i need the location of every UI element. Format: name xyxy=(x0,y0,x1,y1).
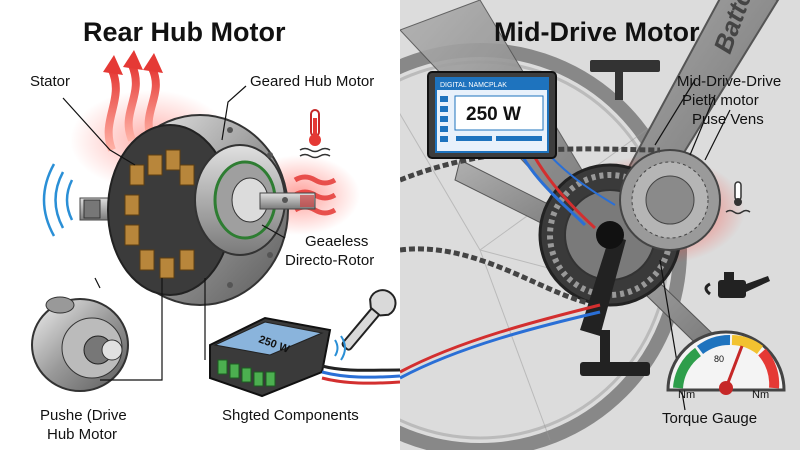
leader-lines xyxy=(62,85,286,381)
label-push-drive-line1: Pushe (Drive xyxy=(40,407,127,424)
gauge-value: 80 xyxy=(714,354,724,364)
label-mid-drive-line3: Puse Vens xyxy=(692,111,764,128)
mid-drive-panel: Batto xyxy=(400,0,800,450)
crank-arm xyxy=(580,60,660,376)
torque-gauge-icon: 80 Nm Nm xyxy=(666,330,786,401)
label-mid-drive-line1: Mid-Drive-Drive xyxy=(677,73,782,90)
label-torque-gauge: Torque Gauge xyxy=(662,410,758,427)
mid-drive-title: Mid-Drive Motor xyxy=(494,17,700,47)
nameplate-header: DIGITAL NAMCPLAK xyxy=(440,82,507,89)
gauge-unit-left: Nm xyxy=(678,389,695,401)
rear-hub-illustration: 250 W xyxy=(31,50,400,398)
cassette xyxy=(619,149,721,251)
rear-hub-panel: 250 W xyxy=(30,17,400,443)
wrench-icon xyxy=(341,289,397,351)
label-push-drive-line2: Hub Motor xyxy=(47,426,118,443)
leader-lines-right xyxy=(654,79,731,411)
rear-hub-title: Rear Hub Motor xyxy=(83,17,286,47)
hub-motor-cutaway xyxy=(79,114,316,306)
controller-box: 250 W xyxy=(209,316,332,398)
push-drive-hub-illustration xyxy=(31,296,129,392)
thermometer-icon-right xyxy=(725,181,751,215)
small-sound-wave-icon xyxy=(334,335,346,361)
gauge-unit-right: Nm xyxy=(752,389,769,401)
label-geared-hub-motor: Geared Hub Motor xyxy=(250,73,375,90)
label-shifted-components: Shgted Components xyxy=(222,407,359,424)
oil-can-icon xyxy=(704,272,770,298)
nameplate-power: 250 W xyxy=(466,104,521,125)
wire-red xyxy=(321,376,400,385)
label-stator: Stator xyxy=(30,73,71,90)
digital-nameplate: DIGITAL NAMCPLAK 250 W xyxy=(427,71,557,159)
wire-black xyxy=(321,364,400,372)
label-mid-drive-line2: Pieth motor xyxy=(682,92,759,109)
label-gearless-line1: Geaeless xyxy=(305,233,369,250)
sound-wave-icon xyxy=(42,163,74,237)
heat-arrows-icon xyxy=(103,50,163,152)
thermometer-icon xyxy=(299,109,331,159)
mid-drive-illustration: Batto xyxy=(400,0,786,450)
wire-blue xyxy=(321,370,400,379)
label-gearless-line2: Directo-Rotor xyxy=(285,252,375,269)
